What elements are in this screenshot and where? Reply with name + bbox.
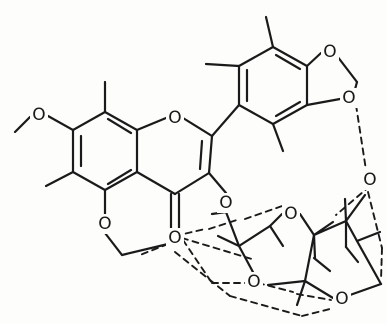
dioxy-oxygen-bottom-label: O: [342, 88, 355, 108]
lower-ring-oxygen-label: O: [247, 272, 260, 292]
ring-b: [210, 45, 309, 138]
sugar-rings: [210, 193, 383, 307]
methylenedioxy-b: [305, 50, 359, 107]
sugar-ring-oxygen-label: O: [284, 204, 297, 224]
right-oxygen-label: O: [363, 170, 376, 190]
bottom-oxygen-label: O: [335, 289, 348, 309]
substituents: [13, 15, 285, 257]
dioxy-oxygen-top-label: O: [323, 42, 336, 62]
ether-oxygen-label: O: [98, 214, 111, 234]
methoxy-oxygen-label: O: [32, 105, 45, 125]
glycosidic-oxygen-label: O: [219, 193, 232, 213]
ring-oxygen-label: O: [168, 108, 181, 128]
ring-a: [71, 110, 139, 192]
carbonyl-oxygen-label: O: [168, 228, 181, 248]
oxygen-atoms: O O O O O O O O O O O: [30, 42, 379, 309]
ring-c: [135, 116, 214, 230]
